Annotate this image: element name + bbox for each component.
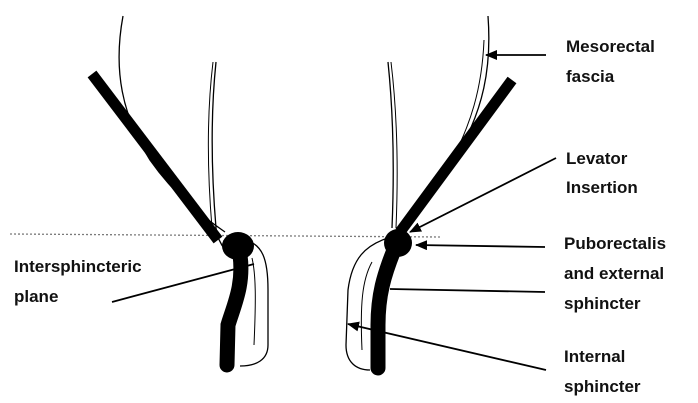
left-levator-muscle xyxy=(92,74,218,240)
label-levator-line2: Insertion xyxy=(566,178,638,197)
label-mesorectal-fascia: Mesorectal fascia xyxy=(566,37,660,86)
anorectal-junction-dotted-line xyxy=(10,234,440,237)
label-levator-insertion: Levator Insertion xyxy=(566,149,638,197)
label-puborectalis-line2: and external xyxy=(564,264,664,283)
label-puborectalis-line3: sphincter xyxy=(564,294,641,313)
label-mesorectal-line1: Mesorectal xyxy=(566,37,655,56)
label-levator-line1: Levator xyxy=(566,149,628,168)
label-puborectalis-external-sphincter: Puborectalis and external sphincter xyxy=(564,234,671,313)
label-intersphincteric-line2: plane xyxy=(14,287,58,306)
pointer-puborectalis xyxy=(416,245,545,247)
label-intersphincteric-line1: Intersphincteric xyxy=(14,257,142,276)
label-internal-sphincter: Internal sphincter xyxy=(564,347,641,396)
label-internal-line2: sphincter xyxy=(564,377,641,396)
label-mesorectal-line2: fascia xyxy=(566,67,615,86)
label-puborectalis-line1: Puborectalis xyxy=(564,234,666,253)
left-intersphincteric-line xyxy=(252,258,255,345)
right-intersphincteric-line xyxy=(361,262,372,350)
left-rectal-wall-outer xyxy=(212,62,242,262)
right-rectal-wall-outer xyxy=(388,62,393,228)
right-rectal-wall-inner xyxy=(391,62,397,228)
right-internal-sphincter xyxy=(378,250,394,368)
label-internal-line1: Internal xyxy=(564,347,625,366)
pointer-external-sphincter xyxy=(390,289,545,292)
